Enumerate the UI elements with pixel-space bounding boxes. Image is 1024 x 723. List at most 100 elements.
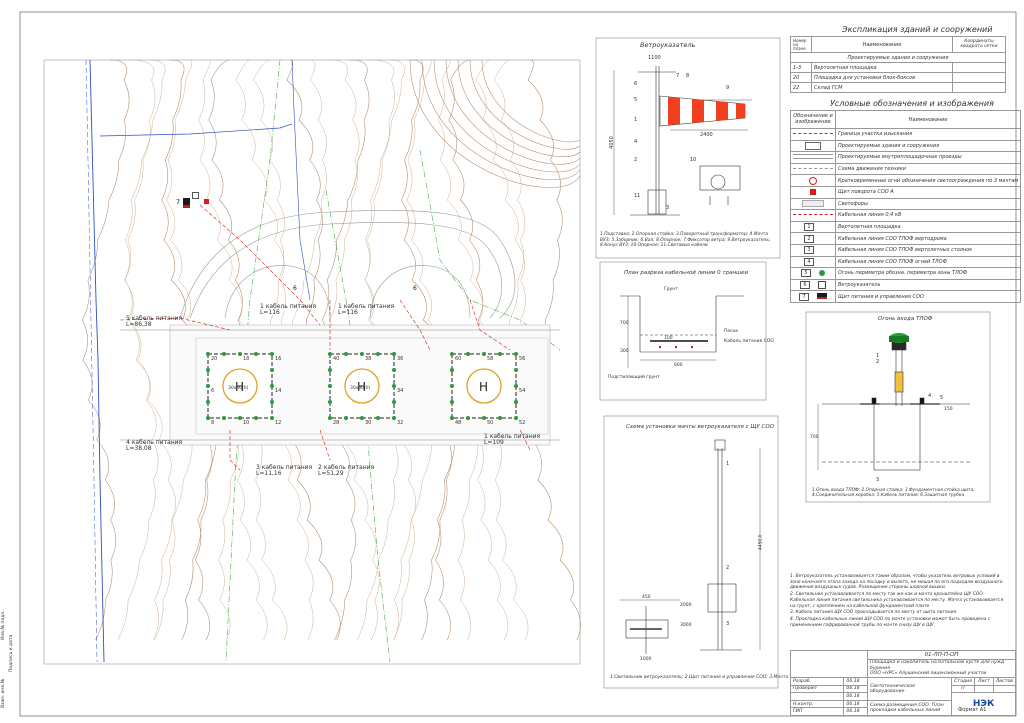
legend-name: Щит питания и управления СОО bbox=[834, 290, 1022, 303]
helipad-square bbox=[451, 353, 517, 419]
legend-symbol bbox=[790, 174, 836, 187]
legend-row: 1 Вертолетная площадка bbox=[790, 220, 1022, 234]
legend-name: Кабельная линия СОО ТЛОФ вертолетных сто… bbox=[834, 243, 1022, 257]
explication-cell-name: Склад ГСМ bbox=[811, 82, 953, 93]
contour-line bbox=[82, 59, 130, 641]
legend-glyph bbox=[793, 166, 833, 172]
legend-number: 1 bbox=[804, 223, 814, 232]
windsock-dim-1: 1100 bbox=[648, 55, 661, 61]
light-callout: 4 bbox=[928, 393, 932, 399]
legend-title: Условные обозначения и изображения bbox=[830, 99, 994, 108]
mast-dim-4: 2000 bbox=[680, 603, 692, 608]
windsock-callout: 3 bbox=[666, 205, 670, 211]
perimeter-light bbox=[238, 416, 242, 420]
perimeter-light bbox=[328, 352, 332, 356]
perimeter-light bbox=[450, 384, 454, 388]
stamp-project: Площадка и накопитель на батальном кусте… bbox=[867, 658, 1016, 678]
legend-name: Граница участка изыскания bbox=[834, 128, 1022, 141]
notes-block: 1. Ветроуказатель устанавливается таким … bbox=[790, 574, 1010, 629]
contour-line bbox=[469, 59, 581, 150]
perimeter-light-number: 38 bbox=[365, 356, 371, 362]
pad-label-1: H bbox=[235, 380, 245, 394]
pad-center-label-1: 30x30(II) bbox=[228, 386, 249, 391]
light-dim-1: 700 bbox=[810, 435, 819, 440]
perimeter-light-number: 10 bbox=[243, 420, 249, 426]
legend-symbol bbox=[790, 128, 836, 141]
explication-cell-coord bbox=[952, 72, 1006, 83]
legend-symbol: 4 bbox=[790, 255, 836, 269]
legend-name: Вертолетная площадка bbox=[834, 220, 1022, 234]
perimeter-light-number: 16 bbox=[275, 356, 281, 362]
legend-row: Проектируемые здания и сооружения bbox=[790, 139, 1022, 153]
perimeter-light-number: 20 bbox=[211, 356, 217, 362]
mast-dim-2: 1000 bbox=[640, 657, 652, 662]
stamp-stage-v: П bbox=[951, 684, 975, 694]
explication-cell-name: Площадка для установки блок-боксов bbox=[811, 72, 953, 83]
legend-symbol bbox=[790, 185, 836, 199]
light-callout: 5 bbox=[940, 395, 944, 401]
legend-name: Огонь периметра обозна. периметра зоны Т… bbox=[834, 267, 1022, 280]
perimeter-light-number: 50 bbox=[487, 420, 493, 426]
perimeter-light bbox=[514, 352, 518, 356]
perimeter-light bbox=[206, 400, 210, 404]
cs-sand: Песок bbox=[724, 329, 739, 334]
mast-dim-1: 450 bbox=[642, 595, 651, 600]
legend-glyph bbox=[809, 176, 817, 185]
cs-300: 300 bbox=[620, 349, 629, 354]
title-block: 01-ЛП-П-ОП Площадка и накопитель на бата… bbox=[789, 650, 1017, 717]
perimeter-light bbox=[450, 368, 454, 372]
legend-name: Ветроуказатель bbox=[834, 278, 1022, 292]
helipad-circle bbox=[466, 368, 502, 404]
legend-name: Кратковременные огни обозначения светоог… bbox=[834, 174, 1022, 187]
marker-6a: 6 bbox=[293, 285, 297, 292]
perimeter-light bbox=[392, 368, 396, 372]
windsock-callout: 5 bbox=[634, 97, 638, 103]
explication-cell-num: 22 bbox=[790, 82, 812, 93]
light-callout: 3 bbox=[876, 477, 880, 483]
legend-name: Проектируемые внутриплощадочные проезды bbox=[834, 151, 1022, 164]
note-item: 4. Прокладка кабельных линий ЩУ СОО по м… bbox=[790, 617, 991, 628]
stamp-role-4: ГИП bbox=[789, 707, 845, 716]
leg-h-name: Наименование bbox=[834, 110, 1022, 129]
legend-symbol: 2 bbox=[790, 232, 836, 245]
legend-glyph bbox=[793, 154, 833, 160]
perimeter-light bbox=[376, 416, 380, 420]
legend-name: Щит поворота СОО А bbox=[834, 185, 1022, 199]
perimeter-light-number: 32 bbox=[397, 420, 403, 426]
perimeter-light bbox=[514, 400, 518, 404]
stamp-date-4: 06.18 bbox=[843, 707, 868, 716]
perimeter-light-number: 34 bbox=[397, 388, 403, 394]
marker-6b: 6 bbox=[413, 285, 417, 292]
perimeter-light-number: 28 bbox=[333, 420, 339, 426]
perimeter-light-number: 18 bbox=[243, 356, 249, 362]
perimeter-light bbox=[360, 352, 364, 356]
perimeter-light-number: 60 bbox=[455, 356, 461, 362]
windsock-callout: 2 bbox=[634, 157, 638, 163]
perimeter-light bbox=[222, 352, 226, 356]
cs-600: 600 bbox=[674, 363, 683, 368]
cs-ground: Грунт bbox=[664, 287, 678, 292]
perimeter-light bbox=[498, 416, 502, 420]
perimeter-light-number: 14 bbox=[275, 388, 281, 394]
perimeter-light bbox=[344, 416, 348, 420]
perimeter-light bbox=[238, 352, 242, 356]
stamp-sheet-v bbox=[973, 684, 994, 694]
legend-glyph bbox=[819, 269, 825, 276]
helipad-circle bbox=[344, 368, 380, 404]
mast-section-drawing bbox=[620, 439, 761, 654]
light-detail-drawing bbox=[817, 339, 970, 471]
perimeter-light bbox=[450, 400, 454, 404]
perimeter-light-number: 12 bbox=[275, 420, 281, 426]
perimeter-light bbox=[206, 352, 210, 356]
cs-cable: Кабель питания СОО bbox=[724, 339, 774, 344]
